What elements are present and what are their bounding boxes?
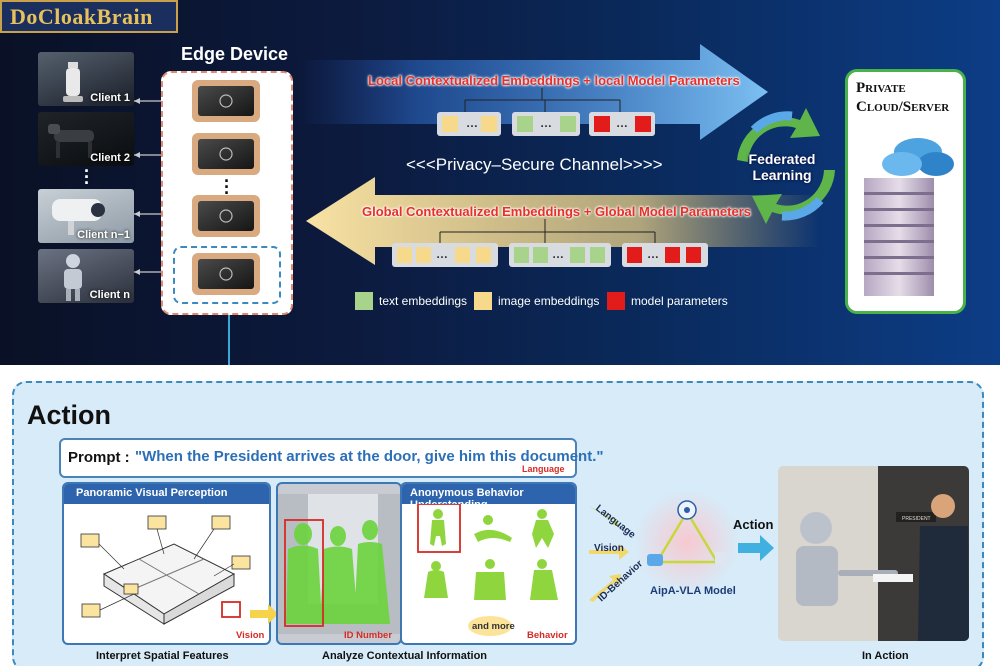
legend-image-embeddings: image embeddings [474, 292, 599, 310]
in-action-photo: PRESIDENT [778, 466, 969, 641]
robot-handover-illustration: PRESIDENT [778, 466, 969, 641]
global-group-ellipsis: … [647, 247, 659, 261]
id-number-tag: ID Number [344, 630, 393, 641]
robot-icon [63, 62, 83, 102]
vision-tag: Vision [236, 630, 265, 641]
edge-device-2 [192, 133, 260, 175]
global-group-ellipsis: … [552, 247, 564, 261]
language-tag: Language [522, 464, 565, 474]
behavior-understanding-panel: Anonymous Behavior Understanding and mor… [400, 482, 577, 645]
behavior-tag: Behavior [527, 630, 568, 641]
legend-model-parameters: model parameters [607, 292, 728, 310]
and-more-label: and more [472, 621, 515, 632]
global-embedding-groups [392, 243, 708, 267]
legend-text-embeddings: text embeddings [355, 292, 467, 310]
prompt-box [59, 438, 577, 478]
global-bracket [439, 219, 656, 243]
in-action-caption: In Action [862, 650, 909, 662]
chip-icon [198, 86, 254, 116]
vla-model-label: AipA-VLA Model [650, 585, 736, 597]
flow-arrow [250, 604, 278, 624]
local-group-ellipsis: … [616, 116, 628, 130]
brand-logo: DoCloakBrain [0, 0, 178, 33]
prompt-label: Prompt : [68, 449, 130, 466]
channel-graphics [134, 44, 835, 365]
local-group-ellipsis: … [466, 116, 478, 130]
legend-swatch [607, 292, 625, 310]
edge-device-1 [192, 80, 260, 122]
legend-swatch [474, 292, 492, 310]
panel-header: Anonymous Behavior Understanding [402, 484, 575, 511]
chip-icon [198, 259, 254, 289]
federated-learning-label: Federated Learning [748, 151, 816, 183]
selected-edge-device [173, 246, 281, 304]
global-embeddings-label: Global Contextualized Embeddings + Globa… [362, 204, 751, 219]
edge-device-3 [192, 195, 260, 237]
secure-channel-label: <<<Privacy–Secure Channel>>>> [406, 155, 663, 174]
local-embedding-groups [437, 112, 655, 136]
architecture-overview: DoCloakBrain Client 1 Client 2 ··· Clien… [0, 0, 1000, 365]
vla-model-diagram [589, 490, 739, 602]
local-embeddings-label: Local Contextualized Embeddings + local … [368, 73, 740, 88]
private-cloud-title: Private Cloud/Server [856, 80, 950, 115]
legend-swatch [355, 292, 373, 310]
robot-dog-icon [48, 124, 94, 158]
edge-device-ellipsis: ··· [224, 171, 230, 203]
client-2: Client 2 [38, 112, 134, 166]
global-group-ellipsis: … [436, 247, 448, 261]
people-detection-illustration [278, 494, 400, 634]
client-n: Client n [38, 249, 134, 303]
floorplan-illustration [80, 515, 251, 625]
panel-header: Panoramic Visual Perception [64, 484, 269, 504]
chip-icon [198, 201, 254, 231]
door-sign: PRESIDENT [902, 516, 931, 522]
security-camera-icon [52, 199, 105, 235]
id-detection-panel: ID Number [276, 482, 402, 645]
client-n-minus-1: Client n−1 [38, 189, 134, 243]
edge-device-title: Edge Device [181, 44, 289, 64]
local-group-ellipsis: … [540, 116, 552, 130]
federated-cycle-icon [737, 108, 835, 224]
interpret-spatial-caption: Interpret Spatial Features [96, 650, 229, 662]
local-bracket [464, 88, 621, 112]
input-vision: Vision [594, 543, 624, 554]
client-1: Client 1 [38, 52, 134, 106]
input-arrows [589, 506, 629, 602]
humanoid-robot-icon [64, 254, 82, 301]
action-arrow-label: Action [733, 517, 774, 532]
client-ellipsis: ··· [84, 161, 90, 193]
edge-device-4 [192, 253, 260, 295]
behavior-poses-illustration [417, 504, 558, 636]
server-rack-icon [864, 138, 954, 296]
analyze-contextual-caption: Analyze Contextual Information [322, 650, 488, 662]
panoramic-perception-panel: Panoramic Visual Perception Vision [62, 482, 271, 645]
prompt-text: "When the President arrives at the door,… [135, 448, 604, 465]
action-title: Action [27, 400, 111, 430]
action-arrow [738, 535, 774, 561]
chip-icon [198, 139, 254, 169]
